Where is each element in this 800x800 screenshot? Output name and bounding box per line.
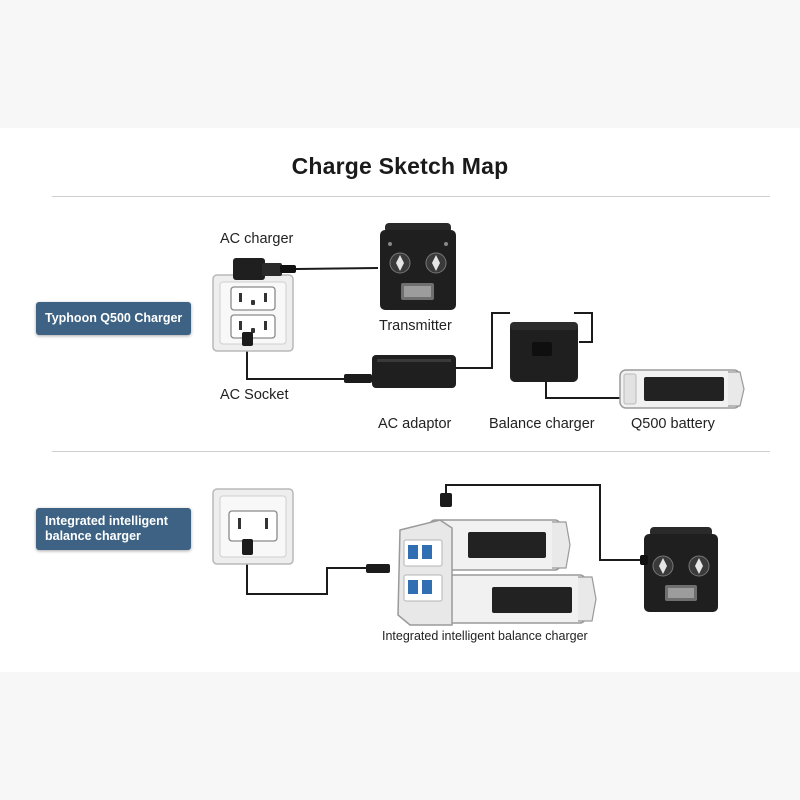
integrated-charger-tag-line1: Integrated intelligent [45,514,168,528]
top-band [0,0,800,128]
integrated-charger-device [397,519,597,626]
integrated-charger-caption: Integrated intelligent balance charger [382,629,588,643]
integrated-charger-tag-line2: balance charger [45,529,141,543]
transmitter-label: Transmitter [379,318,452,334]
top-divider [52,196,770,197]
ac-charger-label: AC charger [220,231,294,247]
typhoon-q500-charger-tag: Typhoon Q500 Charger [36,302,191,335]
integrated-charger-tag: Integrated intelligent balance charger [36,508,191,550]
ac-socket-device-2 [212,488,294,565]
balance-charger-device [510,322,578,382]
ac-charger-device [233,258,296,280]
wires-section2 [246,484,646,595]
q500-battery-label: Q500 battery [631,416,715,432]
charger-plug-section2 [366,493,452,573]
ac-socket-device [212,274,294,352]
ac-adaptor-label: AC adaptor [378,416,452,432]
transmitter-device [380,223,456,310]
diagram-title: Charge Sketch Map [291,153,509,179]
ac-socket-label: AC Socket [220,387,289,403]
ac-adaptor-device [344,355,456,388]
power-plug-section1 [242,332,253,346]
middle-divider [52,451,770,452]
balance-charger-label: Balance charger [489,416,595,432]
q500-battery-device [619,369,745,409]
typhoon-q500-charger-tag-text: Typhoon Q500 Charger [45,311,183,325]
bottom-band [0,672,800,800]
transmitter-device-2 [640,527,718,612]
